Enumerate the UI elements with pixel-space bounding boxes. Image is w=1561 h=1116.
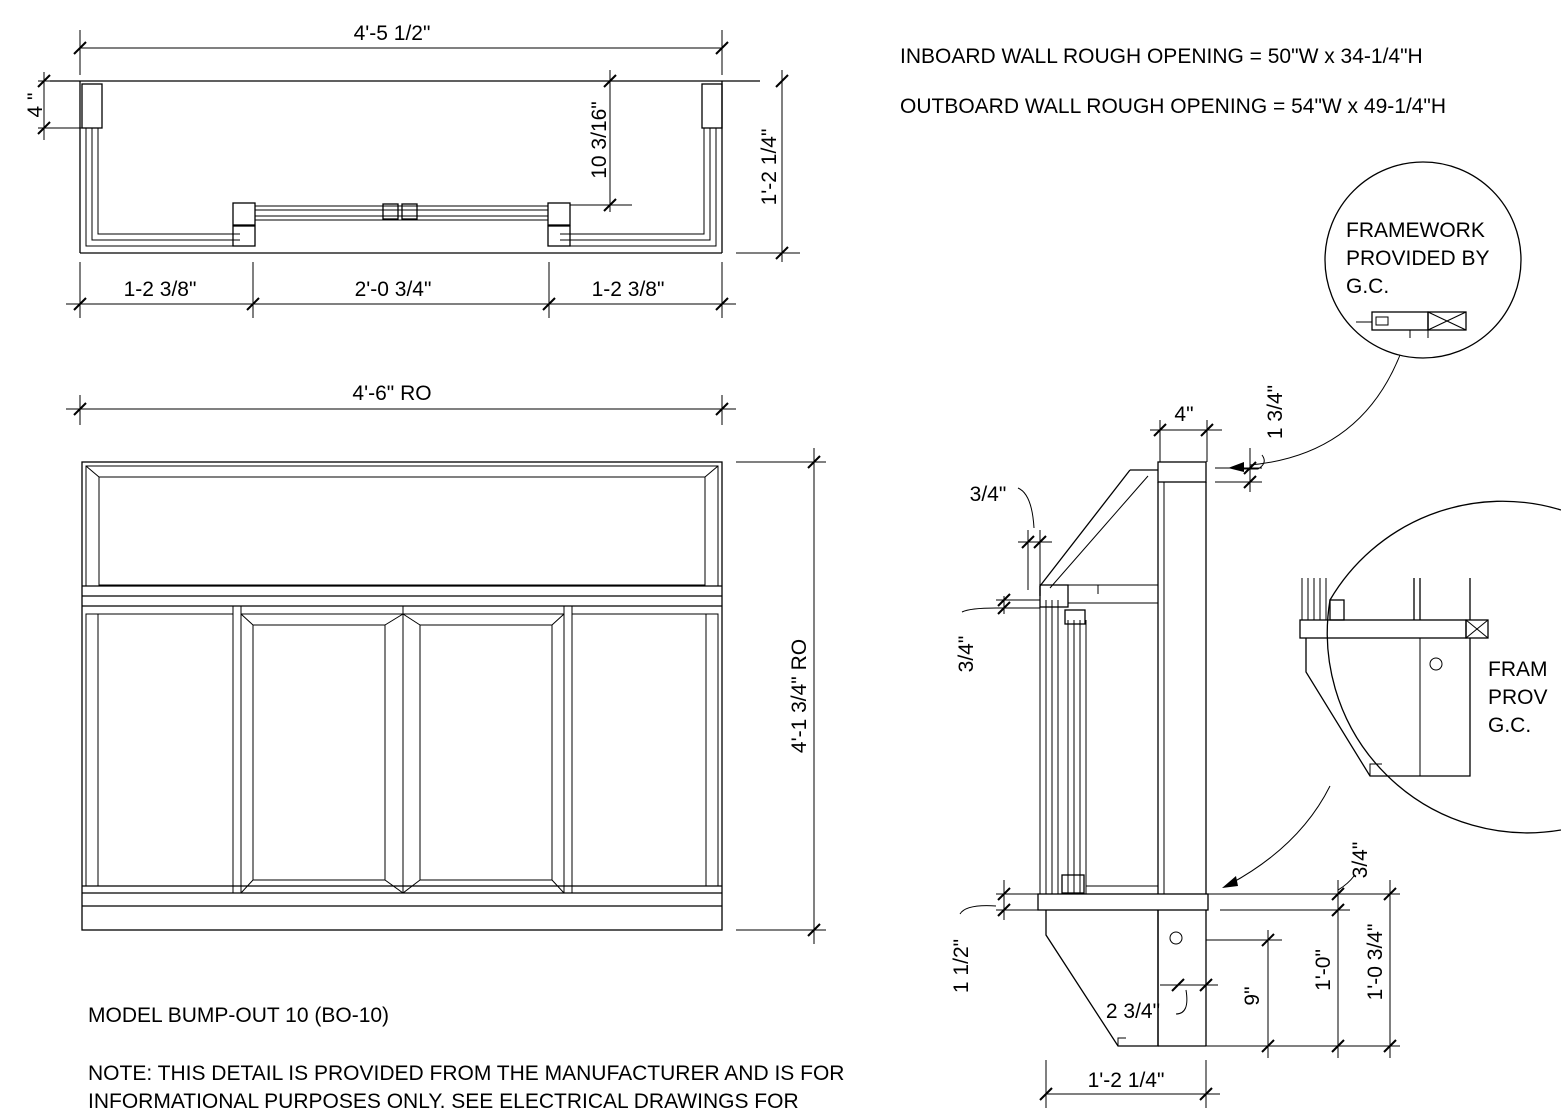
callout-bottom-line3: G.C.	[1488, 714, 1531, 737]
section-view: 4" 1 3/4"	[950, 385, 1400, 1108]
section-left-a-dim: 3/4"	[970, 483, 1007, 506]
elevation-view: 4'-6" RO	[66, 382, 826, 944]
section-left-c-dim: 1 1/2"	[950, 939, 973, 993]
section-right-c-dim: 1'-0"	[1312, 949, 1335, 991]
note-line-2: INFORMATIONAL PURPOSES ONLY. SEE ELECTRI…	[88, 1090, 799, 1113]
section-right-a-dim: 3/4"	[1349, 842, 1372, 879]
plan-seg-left-dim: 1-2 3/8"	[124, 278, 197, 301]
plan-seg-center-dim: 2'-0 3/4"	[355, 278, 432, 301]
framework-callout-top: FRAMEWORK PROVIDED BY G.C.	[1228, 161, 1522, 472]
callout-bottom-line1: FRAM	[1488, 658, 1548, 681]
framework-callout-bottom: FRAM PROV G.C.	[1222, 500, 1561, 888]
outboard-opening-note: OUTBOARD WALL ROUGH OPENING = 54"W x 49-…	[900, 95, 1446, 118]
plan-view: 4'-5 1/2" 4 "	[24, 22, 800, 318]
section-bottom-small-dim: 2 3/4"	[1106, 1000, 1160, 1023]
plan-seg-right-dim: 1-2 3/8"	[592, 278, 665, 301]
section-top-depth-dim: 4"	[1174, 403, 1193, 426]
callout-top-line2: PROVIDED BY	[1346, 247, 1490, 270]
plan-overall-width-dim: 4'-5 1/2"	[354, 22, 431, 45]
inboard-opening-note: INBOARD WALL ROUGH OPENING = 50"W x 34-1…	[900, 45, 1423, 68]
section-top-right-dim: 1 3/4"	[1264, 385, 1287, 439]
model-title: MODEL BUMP-OUT 10 (BO-10)	[88, 1004, 389, 1027]
elevation-width-dim: 4'-6" RO	[352, 382, 431, 405]
callout-top-line3: G.C.	[1346, 275, 1389, 298]
plan-left-depth-dim: 4 "	[24, 93, 47, 118]
section-right-b-dim: 1'-0 3/4"	[1364, 924, 1387, 1001]
note-line-1: NOTE: THIS DETAIL IS PROVIDED FROM THE M…	[88, 1062, 844, 1085]
callout-bottom-line2: PROV	[1488, 686, 1548, 709]
plan-inner-depth-dim: 10 3/16"	[588, 101, 611, 179]
plan-right-depth-dim: 1'-2 1/4"	[758, 129, 781, 206]
section-inner-dim: 9"	[1241, 986, 1264, 1005]
elevation-height-dim: 4'-1 3/4" RO	[788, 639, 811, 753]
callout-top-line1: FRAMEWORK	[1346, 219, 1485, 242]
section-bottom-width-dim: 1'-2 1/4"	[1088, 1069, 1165, 1092]
section-left-b-dim: 3/4"	[955, 636, 978, 673]
